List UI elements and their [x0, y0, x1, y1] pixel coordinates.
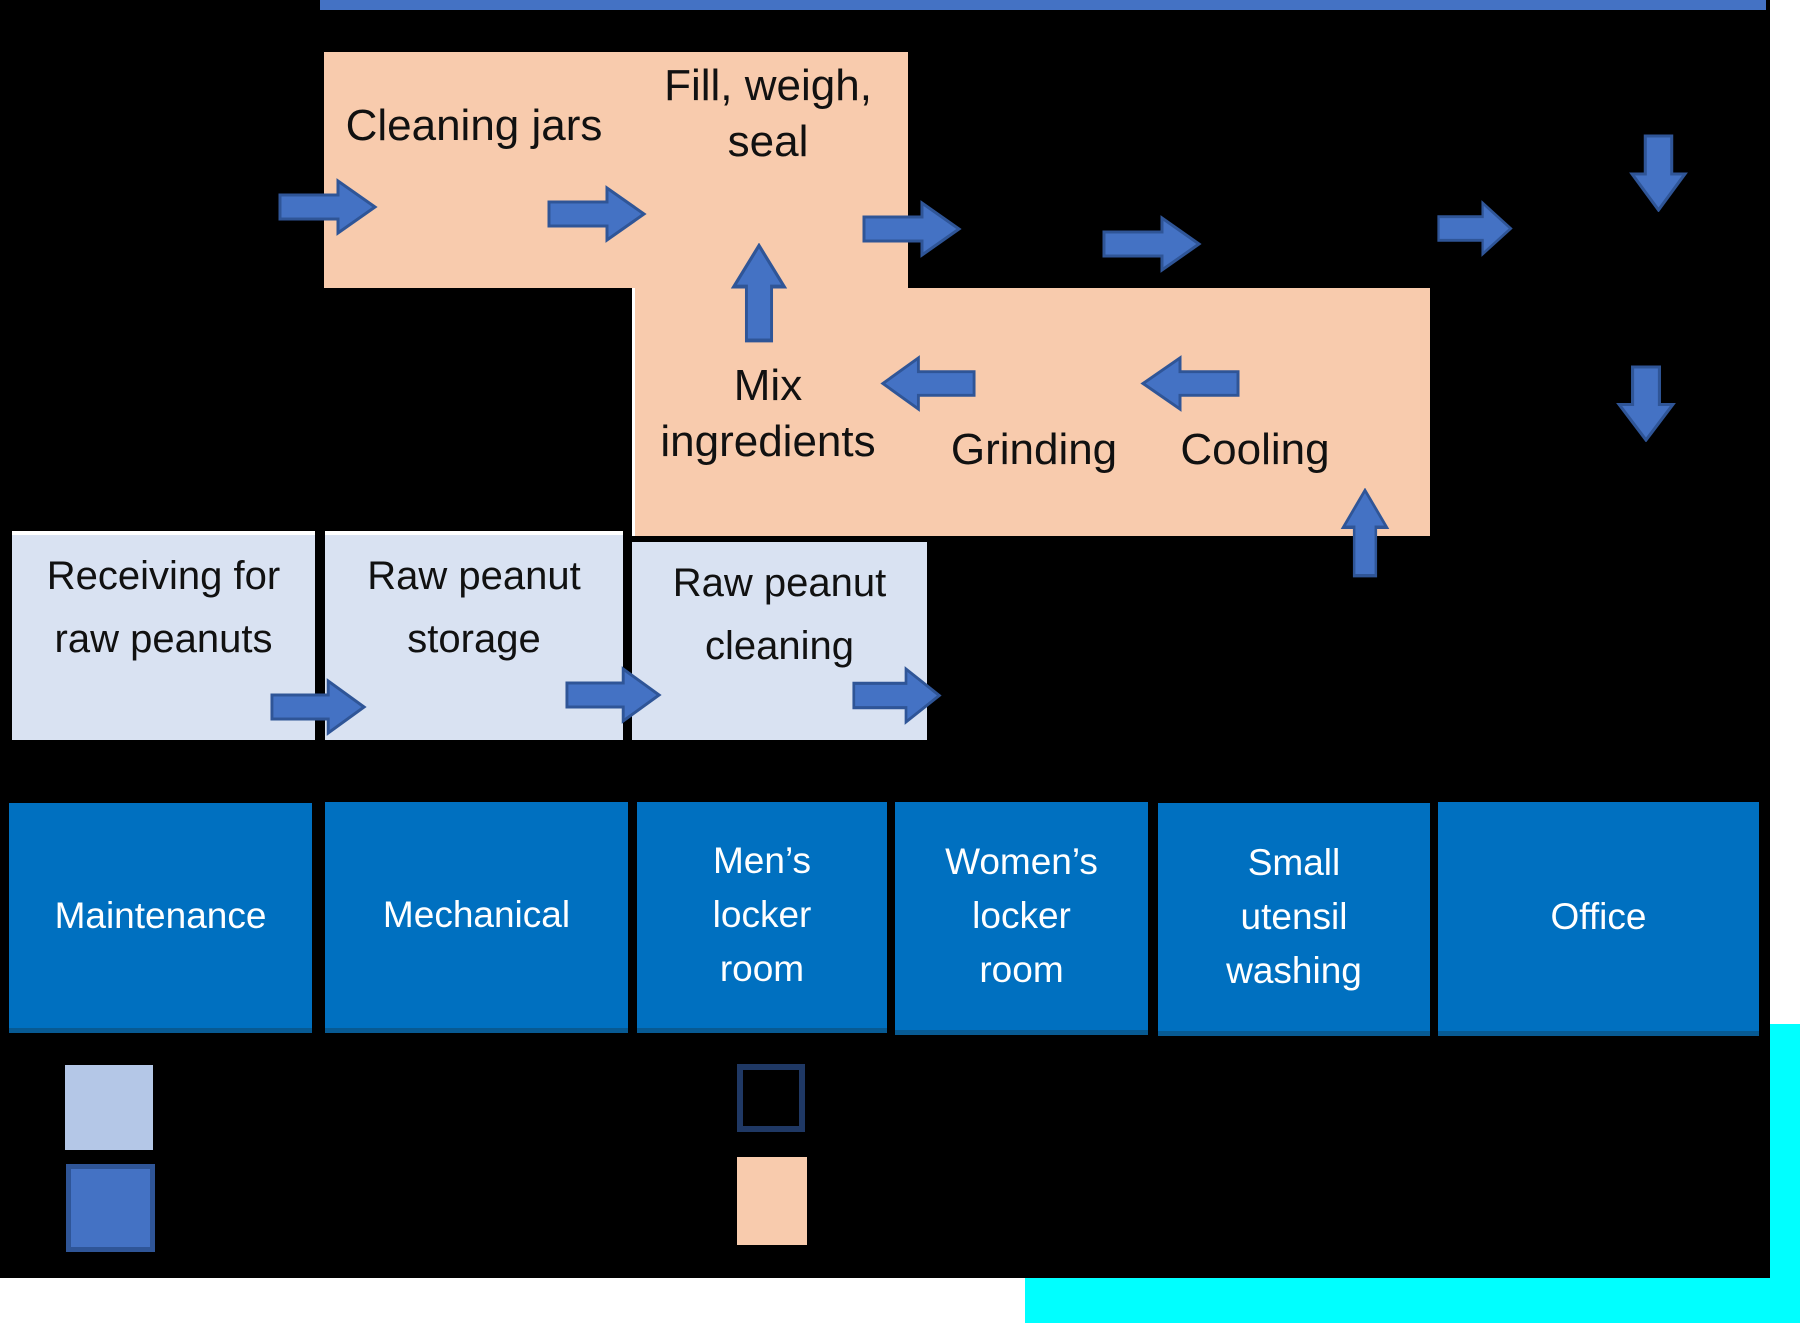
maintenance-room-box: Maintenance	[9, 803, 312, 1033]
left-arrow-icon	[1140, 355, 1240, 412]
down-arrow-icon	[1615, 365, 1677, 442]
right-arrow-icon	[547, 185, 647, 243]
fill-weigh-seal-label: Fill, weigh, seal	[664, 61, 872, 166]
mechanical-room-box: Mechanical	[325, 802, 628, 1033]
right-arrow-icon	[270, 678, 367, 736]
raw-peanut-cleaning-box: Raw peanut cleaning	[632, 542, 927, 740]
legend-navy-outline-swatch	[737, 1064, 805, 1132]
right-arrow-icon	[1437, 200, 1513, 257]
cooling-label: Cooling	[1180, 425, 1330, 474]
right-arrow-icon	[1102, 215, 1202, 273]
receiving-raw-peanuts-box: Receiving for raw peanuts	[12, 531, 315, 740]
cyan-accent-strip	[1770, 1024, 1800, 1278]
processing-zone-upper	[324, 52, 908, 288]
left-arrow-icon	[880, 355, 976, 412]
legend-light-blue-swatch	[65, 1065, 153, 1150]
down-arrow-icon	[1628, 134, 1689, 212]
cleaning-jars-label: Cleaning jars	[345, 101, 603, 150]
up-arrow-icon	[730, 243, 788, 343]
cyan-accent-bar	[1025, 1278, 1800, 1323]
right-arrow-icon	[852, 666, 942, 725]
right-arrow-icon	[862, 200, 962, 258]
mix-ingredients-label: Mix ingredients	[660, 361, 876, 466]
right-arrow-icon	[565, 666, 662, 724]
right-arrow-icon	[278, 178, 378, 236]
legend-peach-swatch	[737, 1157, 807, 1245]
grinding-label: Grinding	[950, 425, 1118, 474]
top-blue-bar	[320, 0, 1766, 10]
office-room-box: Office	[1438, 802, 1759, 1036]
up-arrow-icon	[1340, 488, 1390, 578]
legend-medium-blue-swatch	[66, 1164, 155, 1252]
